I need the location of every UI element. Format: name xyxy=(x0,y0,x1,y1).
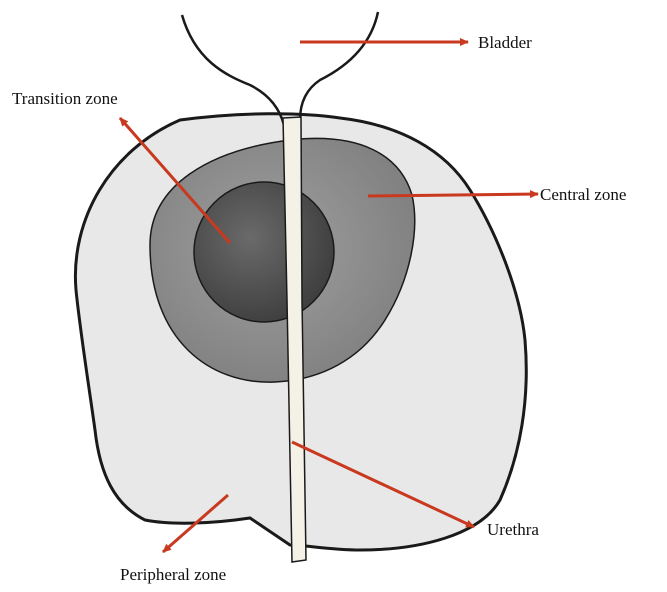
bladder-neck-right-line xyxy=(300,12,378,120)
central-zone-arrow xyxy=(368,194,538,196)
peripheral-zone-label: Peripheral zone xyxy=(120,565,226,584)
transition-zone-shape xyxy=(194,182,334,322)
central-zone-label: Central zone xyxy=(540,185,626,204)
urethra-label: Urethra xyxy=(487,520,539,539)
bladder-neck-left-line xyxy=(182,15,284,125)
bladder-label: Bladder xyxy=(478,33,532,52)
transition-zone-label: Transition zone xyxy=(12,89,118,108)
